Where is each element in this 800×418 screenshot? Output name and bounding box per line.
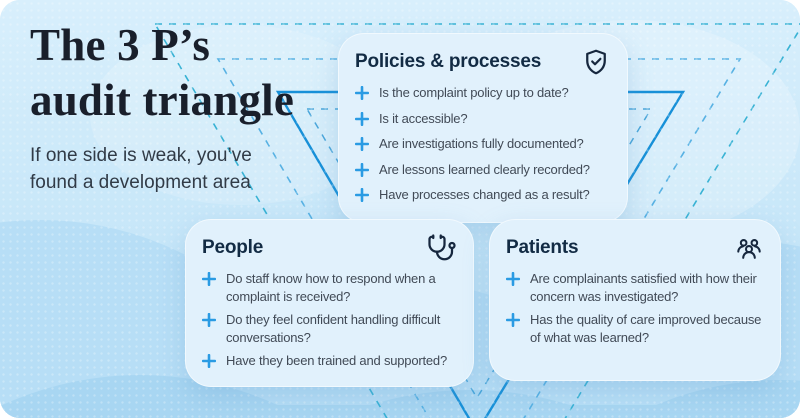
checklist-item-text: Is the complaint policy up to date? (379, 85, 569, 100)
card-policies-items: Is the complaint policy up to date? Is i… (353, 84, 615, 204)
checklist-item: Have they been trained and supported? (202, 352, 461, 370)
card-patients-items: Are complainants satisfied with how thei… (504, 270, 768, 346)
plus-icon (506, 313, 520, 327)
card-patients-header: Patients (504, 233, 768, 263)
light-blob (90, 25, 390, 205)
card-patients: Patients Are complainants satisfied with… (489, 219, 781, 381)
checklist-item-text: Have they been trained and supported? (226, 353, 447, 368)
checklist-item-text: Are investigations fully documented? (379, 136, 584, 151)
card-people-items: Do staff know how to respond when a comp… (200, 270, 461, 370)
checklist-item-text: Are complainants satisfied with how thei… (530, 271, 757, 304)
page-title-line1: The 3 P’s (30, 20, 211, 70)
checklist-item-text: Has the quality of care improved because… (530, 312, 762, 345)
card-policies-title: Policies & processes (355, 51, 542, 72)
checklist-item: Is it accessible? (355, 110, 615, 128)
card-people-title: People (202, 237, 264, 258)
page-subtitle: If one side is weak, you’ve found a devel… (30, 142, 294, 196)
plus-icon (355, 111, 369, 126)
checklist-item-text: Do staff know how to respond when a comp… (226, 271, 436, 304)
checklist-item: Is the complaint policy up to date? (355, 84, 615, 102)
checklist-item: Have processes changed as a result? (355, 186, 615, 204)
plus-icon (506, 272, 520, 286)
stethoscope-icon (428, 234, 456, 261)
plus-icon (202, 313, 216, 327)
checklist-item: Are investigations fully documented? (355, 135, 615, 153)
plus-icon (355, 162, 369, 177)
wave-scallops-deep (0, 375, 800, 418)
plus-icon (355, 86, 369, 100)
card-patients-title: Patients (506, 237, 579, 258)
plus-icon (202, 272, 216, 286)
checklist-item-text: Are lessons learned clearly recorded? (379, 161, 590, 177)
card-people: People Do staff know how to respond when… (185, 219, 474, 387)
checklist-item: Are lessons learned clearly recorded? (355, 161, 615, 179)
page-subtitle-line2: found a development area (30, 172, 251, 193)
card-policies-header: Policies & processes (353, 47, 615, 77)
plus-icon (355, 188, 369, 202)
plus-icon (355, 137, 369, 151)
checklist-item: Are complainants satisfied with how thei… (506, 270, 768, 305)
plus-icon (202, 354, 216, 368)
checklist-item: Do staff know how to respond when a comp… (202, 270, 461, 305)
checklist-item-text: Do they feel confident handling difficul… (226, 312, 441, 345)
checklist-item: Has the quality of care improved because… (506, 311, 768, 346)
card-people-header: People (200, 233, 461, 263)
people-group-icon (737, 239, 761, 259)
checklist-item: Do they feel confident handling difficul… (202, 311, 461, 346)
checklist-item-text: Is it accessible? (379, 110, 468, 126)
page-subtitle-line1: If one side is weak, you’ve (30, 145, 252, 166)
page-title-line2: audit triangle (30, 75, 295, 125)
checklist-item-text: Have processes changed as a result? (379, 187, 590, 202)
shield-check-icon (586, 49, 606, 75)
card-policies: Policies & processes Is the complaint po… (338, 33, 628, 223)
